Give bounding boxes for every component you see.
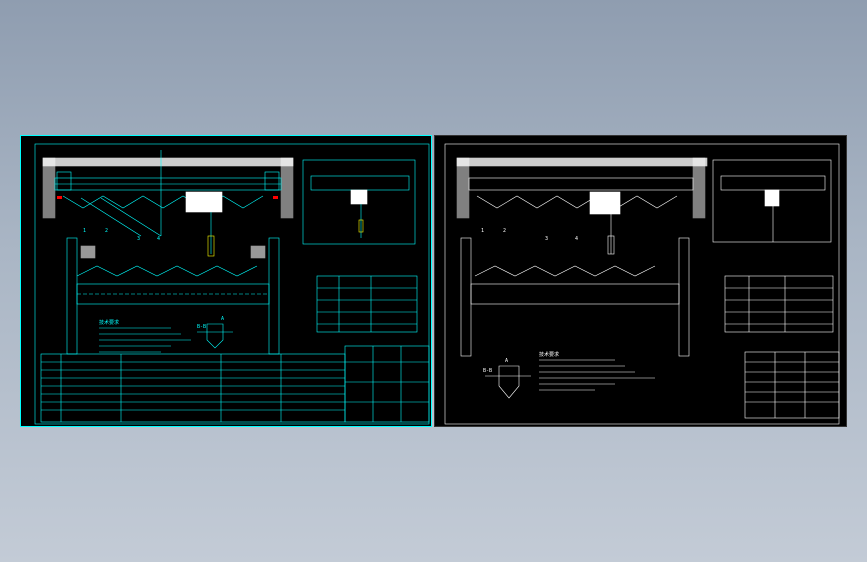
section-mark-bb: B-B (197, 324, 206, 330)
section-mark-a-mono: A (505, 358, 508, 364)
part-number-2: 2 (105, 228, 108, 234)
part-number-1-mono: 1 (481, 228, 484, 234)
cad-sheet-mono[interactable]: A 技术要求 B-B 1 2 3 4 (434, 135, 847, 427)
part-number-3-mono: 3 (545, 236, 548, 242)
part-number-2-mono: 2 (503, 228, 506, 234)
part-number-1: 1 (83, 228, 86, 234)
drawing-canvas-right: A 技术要求 B-B 1 2 3 4 (444, 143, 840, 425)
drawing-canvas-left: A 技术要求 B-B 1 2 3 4 (34, 143, 430, 425)
part-number-4-mono: 4 (575, 236, 578, 242)
part-number-4: 4 (157, 236, 160, 242)
notes-heading-mono: 技术要求 (539, 351, 559, 358)
part-number-3: 3 (137, 236, 140, 242)
section-mark-bb-mono: B-B (483, 368, 492, 374)
cad-sheet-colored[interactable]: A 技术要求 B-B 1 2 3 4 (20, 135, 432, 427)
notes-heading: 技术要求 (99, 319, 119, 326)
drawing-frame (34, 143, 430, 425)
section-mark-a: A (221, 316, 224, 322)
drawing-frame-mono (444, 143, 840, 425)
